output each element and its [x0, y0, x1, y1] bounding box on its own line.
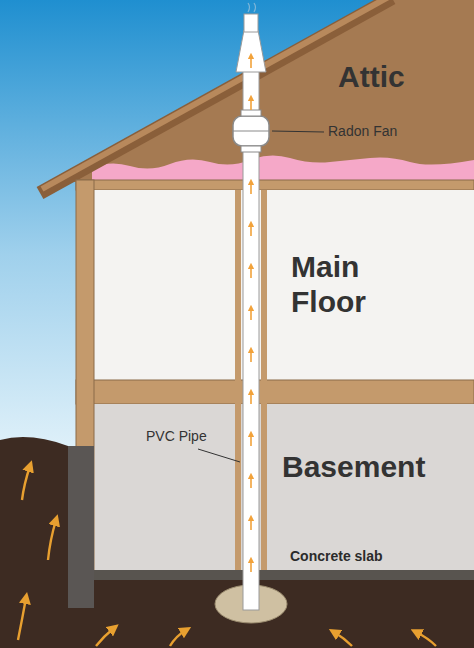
attic-space	[385, 0, 474, 8]
basement-room	[94, 404, 474, 570]
part-label: PVC Pipe	[146, 428, 207, 445]
floor-beam	[76, 380, 474, 404]
pipe-cap	[244, 14, 258, 32]
room-label: Main Floor	[291, 250, 411, 319]
room-label: Attic	[338, 60, 405, 95]
radon-fan	[241, 110, 261, 116]
part-label: Concrete slab	[290, 548, 383, 565]
pipe-chase	[261, 190, 267, 570]
airflow-arrows	[250, 56, 252, 572]
exhaust	[248, 3, 256, 12]
pipe-chase	[235, 190, 241, 570]
part-label: Radon Fan	[328, 123, 397, 140]
leader-line	[198, 449, 240, 462]
radon-fan	[233, 130, 269, 131]
ceiling-joist	[76, 180, 474, 190]
main-floor-room	[94, 190, 474, 380]
soil-gas-arrows	[18, 466, 436, 646]
insulation	[92, 155, 474, 182]
concrete-slab	[94, 570, 474, 580]
room-label: Basement	[282, 450, 425, 485]
roof-flashing	[236, 30, 266, 72]
roof	[42, 0, 392, 189]
foundation-wall	[68, 446, 94, 608]
radon-fan	[233, 116, 269, 146]
leader-line	[272, 131, 324, 132]
radon-fan	[241, 146, 261, 152]
attic-space	[70, 6, 474, 182]
